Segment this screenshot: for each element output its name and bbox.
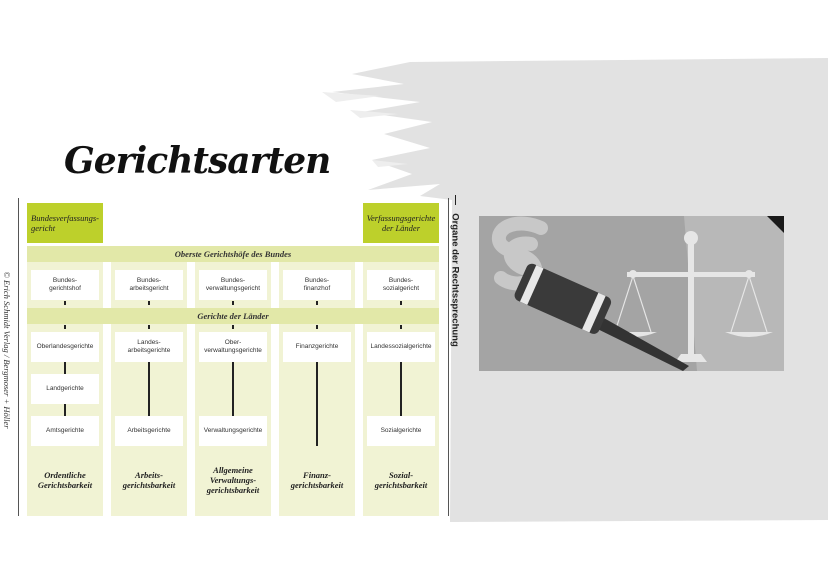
court-regional-courts: Landgerichte [31, 374, 99, 404]
band-state-courts: Gerichte der Länder [27, 308, 439, 324]
copyright-label: © Erich Schmidt Verlag / Bergmoser + Höl… [0, 200, 14, 500]
jurisdiction-ordinary: Ordentliche Gerichtsbarkeit [37, 470, 93, 490]
connector-tick [400, 301, 402, 305]
justice-illustration-graphic [492, 216, 784, 371]
connector-tick [316, 301, 318, 305]
right-divider [448, 198, 449, 516]
federal-constitutional-court: Bundesverfassungs- gericht [27, 203, 103, 243]
court-federal-social-court: Bundes- sozialgericht [367, 270, 435, 300]
court-administrative-courts: Verwaltungsgerichte [199, 416, 267, 446]
connector-tick [148, 325, 150, 329]
connector-line [232, 362, 234, 416]
court-finance-courts: Finanzgerichte [283, 332, 351, 362]
jurisdiction-social: Sozial- gerichtsbarkeit [374, 470, 428, 490]
court-labor-courts: Arbeitsgerichte [115, 416, 183, 446]
court-federal-finance-court: Bundes- finanzhof [283, 270, 351, 300]
court-state-social-courts: Landessozialgerichte [367, 332, 435, 362]
court-higher-administrative-courts: Ober- verwaltungsgerichte [199, 332, 267, 362]
right-divider-dash [455, 195, 456, 205]
jurisdiction-labor: Arbeits- gerichtsbarkeit [122, 470, 176, 490]
connector-tick [400, 325, 402, 329]
court-local-courts: Amtsgerichte [31, 416, 99, 446]
connector-line [400, 362, 402, 416]
organs-text: Organe der Rechtssprechung [449, 213, 461, 347]
page-title: Gerichtsarten [64, 140, 331, 182]
court-social-courts: Sozialgerichte [367, 416, 435, 446]
justice-illustration [479, 216, 784, 371]
band-federal-supreme-courts: Oberste Gerichtshöfe des Bundes [27, 246, 439, 262]
connector-tick [64, 325, 66, 329]
state-constitutional-courts: Verfassungsgerichte der Länder [363, 203, 439, 243]
court-federal-administrative-court: Bundes- verwaltungsgericht [199, 270, 267, 300]
copyright-text: © Erich Schmidt Verlag / Bergmoser + Höl… [2, 271, 12, 429]
jurisdiction-finance: Finanz- gerichtsbarkeit [290, 470, 344, 490]
court-state-labor-courts: Landes- arbeitsgerichte [115, 332, 183, 362]
connector-line [64, 404, 66, 416]
connector-line [316, 362, 318, 446]
connector-tick [316, 325, 318, 329]
connector-line [148, 362, 150, 416]
connector-tick [232, 301, 234, 305]
court-higher-regional-courts: Oberlandesgerichte [31, 332, 99, 362]
connector-line [64, 362, 66, 374]
organs-label: Organe der Rechtssprechung [447, 200, 463, 360]
court-federal-labor-court: Bundes- arbeitsgericht [115, 270, 183, 300]
connector-tick [64, 301, 66, 305]
left-divider [18, 198, 19, 516]
connector-tick [232, 325, 234, 329]
connector-tick [148, 301, 150, 305]
court-federal-court-of-justice: Bundes- gerichtshof [31, 270, 99, 300]
gavel-icon [514, 263, 689, 371]
jurisdiction-administrative: Allgemeine Verwaltungs- gerichtsbarkeit [206, 465, 260, 495]
